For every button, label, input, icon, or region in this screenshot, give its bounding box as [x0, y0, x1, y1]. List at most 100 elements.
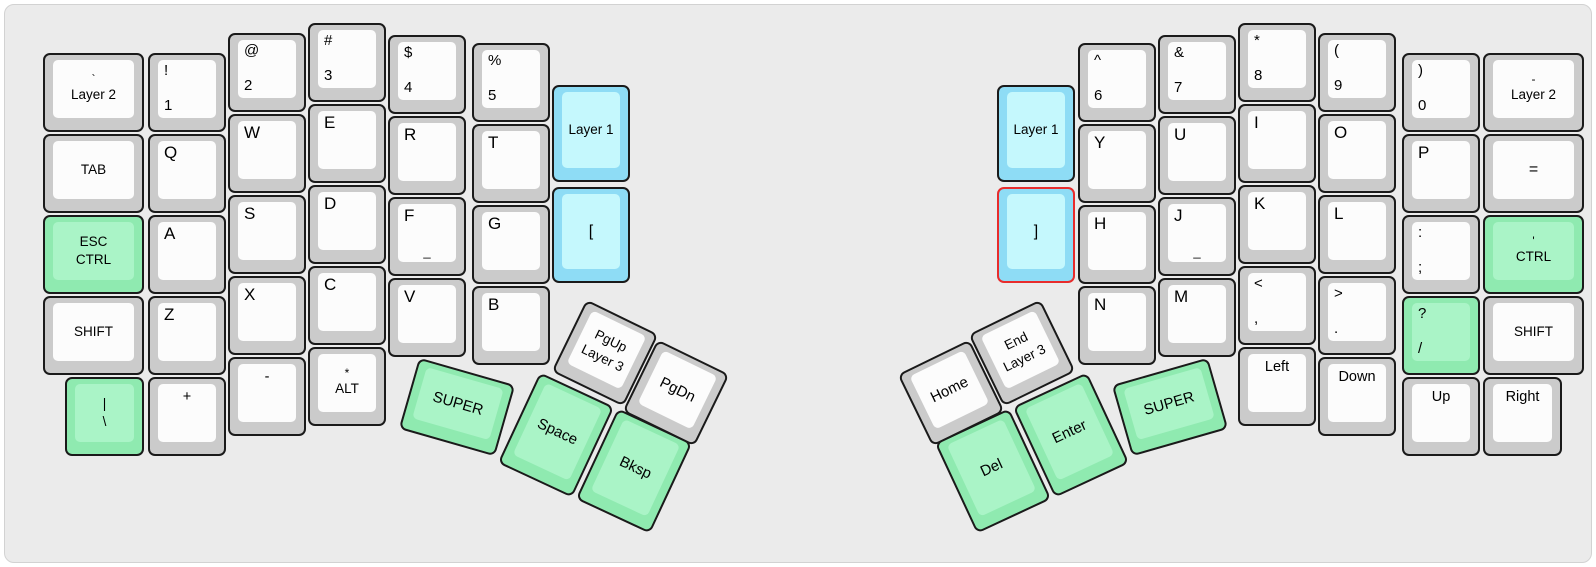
key-4[interactable]: $4: [388, 35, 466, 114]
key-a[interactable]: A: [148, 215, 226, 294]
key-label: ;: [1418, 259, 1423, 276]
key-label: V: [404, 287, 416, 306]
key-arrow-right[interactable]: Right: [1483, 377, 1562, 456]
key-label: J: [1174, 206, 1183, 225]
key-h[interactable]: H: [1078, 205, 1156, 284]
key-z[interactable]: Z: [148, 296, 226, 375]
key-left-bracket[interactable]: [: [552, 187, 630, 283]
key-label: _: [1193, 244, 1201, 259]
key-label: Home: [927, 372, 971, 406]
key-super-left[interactable]: SUPER: [398, 357, 516, 457]
keycap-face: Y: [1088, 131, 1146, 189]
key-label: -: [264, 369, 270, 385]
key-asterisk-alt[interactable]: *ALT: [308, 347, 386, 426]
keycap-face: C: [318, 273, 376, 331]
key-shift-right[interactable]: SHIFT: [1483, 296, 1584, 375]
key-l[interactable]: L: [1318, 195, 1396, 274]
keycap-face: SUPER: [412, 367, 504, 441]
key-label: Enter: [1049, 416, 1090, 447]
key-minus-left[interactable]: -: [228, 357, 306, 436]
key-e[interactable]: E: [308, 104, 386, 183]
key-label: 6: [1094, 87, 1103, 104]
key-9[interactable]: (9: [1318, 33, 1396, 112]
key-7[interactable]: &7: [1158, 35, 1236, 114]
key-quote-ctrl[interactable]: 'CTRL: [1483, 215, 1584, 294]
key-arrow-left[interactable]: Left: [1238, 347, 1316, 426]
key-n[interactable]: N: [1078, 286, 1156, 365]
key-label: Layer 1: [1013, 121, 1059, 137]
key-arrow-up[interactable]: Up: [1402, 377, 1480, 456]
key-comma[interactable]: <,: [1238, 266, 1316, 345]
key-d[interactable]: D: [308, 185, 386, 264]
key-3[interactable]: #3: [308, 23, 386, 102]
key-u[interactable]: U: [1158, 116, 1236, 195]
keycap-face: =: [1493, 141, 1574, 199]
key-g[interactable]: G: [472, 205, 550, 284]
key-arrow-down[interactable]: Down: [1318, 357, 1396, 436]
key-i[interactable]: I: [1238, 104, 1316, 183]
key-question-slash[interactable]: ?/: [1402, 296, 1480, 375]
key-layer1-right[interactable]: Layer 1: [997, 85, 1075, 182]
keycap-face: U: [1168, 123, 1226, 181]
keycap-face: &7: [1168, 42, 1226, 100]
keycap-face: D: [318, 192, 376, 250]
key-shift-left[interactable]: SHIFT: [43, 296, 144, 375]
key-label: _: [423, 244, 431, 259]
key-plus[interactable]: +: [148, 377, 226, 456]
key-right-bracket[interactable]: ]: [997, 187, 1075, 283]
key-b[interactable]: B: [472, 286, 550, 365]
key-y[interactable]: Y: [1078, 124, 1156, 203]
key-w[interactable]: W: [228, 114, 306, 193]
key-label: TAB: [80, 161, 107, 177]
key-tab[interactable]: TAB: [43, 134, 144, 213]
keycap-face: 'CTRL: [1493, 222, 1574, 280]
key-q[interactable]: Q: [148, 134, 226, 213]
key-r[interactable]: R: [388, 116, 466, 195]
key-equals[interactable]: =: [1483, 134, 1584, 213]
key-label: I: [1254, 113, 1259, 132]
key-m[interactable]: M: [1158, 278, 1236, 357]
key-v[interactable]: V: [388, 278, 466, 357]
keycap-face: SHIFT: [1493, 303, 1574, 361]
key-label: ?: [1418, 305, 1427, 322]
key-semicolon[interactable]: :;: [1402, 215, 1480, 294]
key-p[interactable]: P: [1402, 134, 1480, 213]
key-label: G: [488, 214, 502, 233]
key-f-homing[interactable]: F_: [388, 197, 466, 276]
key-6[interactable]: ^6: [1078, 43, 1156, 122]
key-8[interactable]: *8: [1238, 23, 1316, 102]
key-t[interactable]: T: [472, 124, 550, 203]
key-label: B: [488, 295, 500, 314]
key-minus-layer2[interactable]: -Layer 2: [1483, 53, 1584, 132]
key-j-homing[interactable]: J_: [1158, 197, 1236, 276]
keycap-face: SUPER: [1123, 367, 1215, 441]
key-0[interactable]: )0: [1402, 53, 1480, 132]
key-o[interactable]: O: [1318, 114, 1396, 193]
key-super-right[interactable]: SUPER: [1111, 357, 1229, 457]
keycap-face: *8: [1248, 30, 1306, 88]
keycap-face: F_: [398, 204, 456, 262]
key-label: -: [1531, 72, 1536, 87]
key-label: P: [1418, 143, 1430, 162]
key-layer1-left[interactable]: Layer 1: [552, 85, 630, 182]
key-s[interactable]: S: [228, 195, 306, 274]
key-1[interactable]: !1: [148, 53, 226, 132]
key-2[interactable]: @2: [228, 33, 306, 112]
key-k[interactable]: K: [1238, 185, 1316, 264]
key-c[interactable]: C: [308, 266, 386, 345]
key-x[interactable]: X: [228, 276, 306, 355]
keycap-face: M: [1168, 285, 1226, 343]
key-label: C: [324, 275, 337, 294]
key-grave-layer2[interactable]: `Layer 2: [43, 53, 144, 132]
key-pipe-backslash[interactable]: |\: [65, 377, 144, 456]
keycap-face: #3: [318, 30, 376, 88]
keycap-face: -: [238, 364, 296, 422]
key-label: O: [1334, 123, 1348, 142]
key-5[interactable]: %5: [472, 43, 550, 122]
key-label: [: [588, 222, 594, 240]
keycap-face: T: [482, 131, 540, 189]
keycap-face: Bksp: [590, 418, 681, 517]
key-period[interactable]: >.: [1318, 276, 1396, 355]
